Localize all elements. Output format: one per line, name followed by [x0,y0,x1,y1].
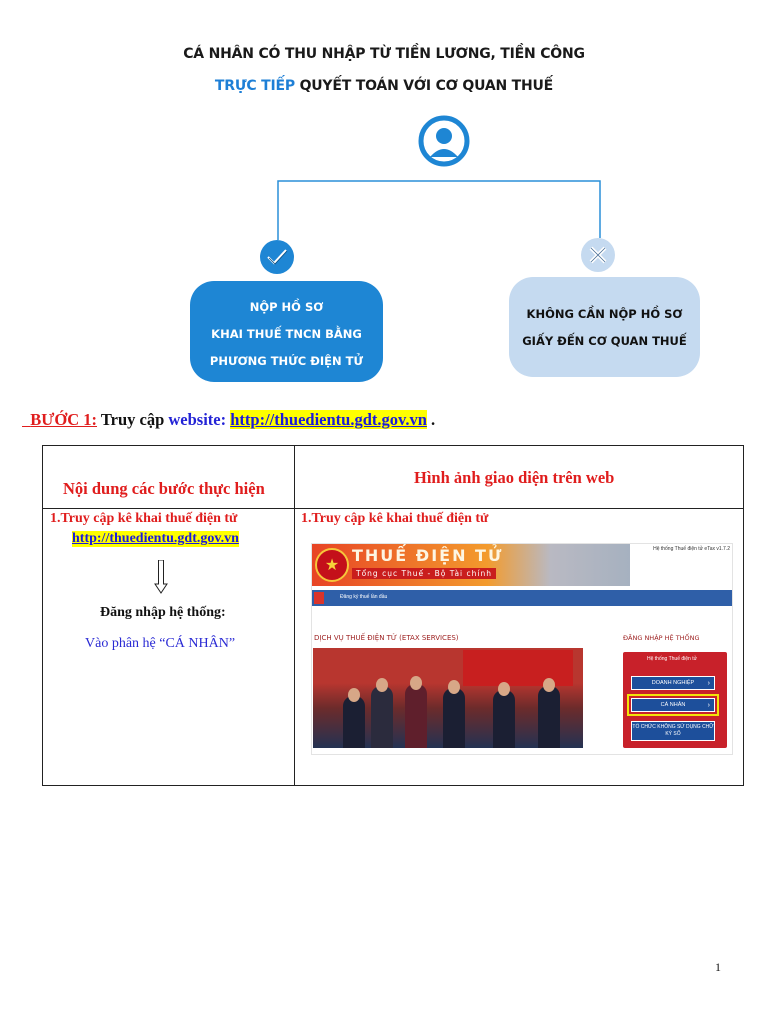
step-1-line: BƯỚC 1: Truy cập website: http://thuedie… [22,410,435,430]
step-end: . [426,410,436,429]
subtitle-rest: QUYẾT TOÁN VỚI CƠ QUAN THUẾ [294,78,554,94]
photo-person [343,696,365,748]
branch-connector [277,180,601,240]
col1-item: 1.Truy cập kê khai thuế điện tử [50,511,238,526]
photo-head [348,688,360,702]
org-no-signature-button[interactable]: TỔ CHỨC KHÔNG SỬ DỤNG CHỮ KÝ SỐ [631,721,715,741]
login-box: Hệ thống Thuế điện tử DOANH NGHIỆP› CÁ N… [623,652,727,748]
steps-table: Nội dung các bước thực hiện Hình ảnh gia… [42,445,744,786]
user-icon [418,115,470,167]
step-website-word: website: [168,410,227,429]
photo-head [498,682,510,696]
select-personal-text: Vào phân hệ “CÁ NHÂN” [85,636,236,651]
login-label: Đăng nhập hệ thống: [100,605,226,620]
personal-button[interactable]: CÁ NHÂN› [631,698,715,712]
efile-line-2: KHAI THUẾ TNCN BẰNG [211,327,362,341]
business-button[interactable]: DOANH NGHIỆP› [631,676,715,690]
table-divider-horizontal [43,508,743,509]
login-box-title: Hệ thống Thuế điện tử [647,656,697,662]
personal-highlight-frame [627,694,719,716]
website-screenshot: ★ THUẾ ĐIỆN TỬ Tổng cục Thuế - Bộ Tài ch… [311,543,733,755]
subtitle-highlight: TRỰC TIẾP [214,78,295,94]
efile-line-1: NỘP HỒ SƠ [249,300,324,314]
no-paper-line-2: GIẤY ĐẾN CƠ QUAN THUẾ [522,334,687,348]
nav-link[interactable]: Đăng ký thuế lần đầu [340,594,388,600]
page-title: CÁ NHÂN CÓ THU NHẬP TỪ TIỀN LƯƠNG, TIỀN … [183,46,585,62]
efile-line-3: PHƯƠNG THỨC ĐIỆN TỬ [209,354,364,368]
col1-url-link[interactable]: http://thuedientu.gdt.gov.vn [72,531,239,547]
photo-person [405,684,427,748]
col2-item: 1.Truy cập kê khai thuế điện tử [301,511,489,526]
site-brand-title: THUẾ ĐIỆN TỬ [352,546,504,565]
no-paper-line-1: KHÔNG CẦN NỘP HỒ SƠ [526,307,683,321]
site-version: Hệ thống Thuế điện tử eTax v1.7.2 [653,546,730,552]
efile-box: NỘP HỒ SƠ KHAI THUẾ TNCN BẰNG PHƯƠNG THỨ… [190,281,383,382]
website-link[interactable]: http://thuedientu.gdt.gov.vn [230,410,427,429]
step-text: Truy cập [97,410,169,429]
home-icon[interactable] [314,592,324,604]
page-number: 1 [715,960,721,974]
site-brand-sub: Tổng cục Thuế - Bộ Tài chính [352,568,496,579]
col2-header: Hình ảnh giao diện trên web [414,468,615,487]
photo-backdrop-sign [463,650,573,686]
photo-head [376,678,388,692]
arrow-down-icon [154,560,168,594]
photo-head [543,678,555,692]
ceremony-photo [313,648,583,748]
table-divider-vertical [294,446,295,785]
cross-icon [581,238,615,272]
step-label: BƯỚC 1: [30,410,98,429]
check-icon [260,240,294,274]
services-title: DỊCH VỤ THUẾ ĐIỆN TỬ (ETAX SERVICES) [314,634,459,642]
photo-person [443,688,465,748]
photo-person [371,686,393,748]
photo-head [448,680,460,694]
site-banner: ★ THUẾ ĐIỆN TỬ Tổng cục Thuế - Bộ Tài ch… [312,544,630,586]
no-paper-box: KHÔNG CẦN NỘP HỒ SƠ GIẤY ĐẾN CƠ QUAN THU… [509,277,700,377]
photo-head [410,676,422,690]
page-subtitle: TRỰC TIẾP QUYẾT TOÁN VỚI CƠ QUAN THUẾ [0,78,768,94]
login-title: ĐĂNG NHẬP HỆ THỐNG [623,634,700,642]
col1-header: Nội dung các bước thực hiện [63,479,265,498]
chevron-right-icon: › [707,702,710,709]
chevron-right-icon: › [707,680,710,687]
site-nav: Đăng ký thuế lần đầu [312,590,732,606]
emblem-icon: ★ [315,548,349,582]
photo-person [538,686,560,748]
photo-person [493,690,515,748]
